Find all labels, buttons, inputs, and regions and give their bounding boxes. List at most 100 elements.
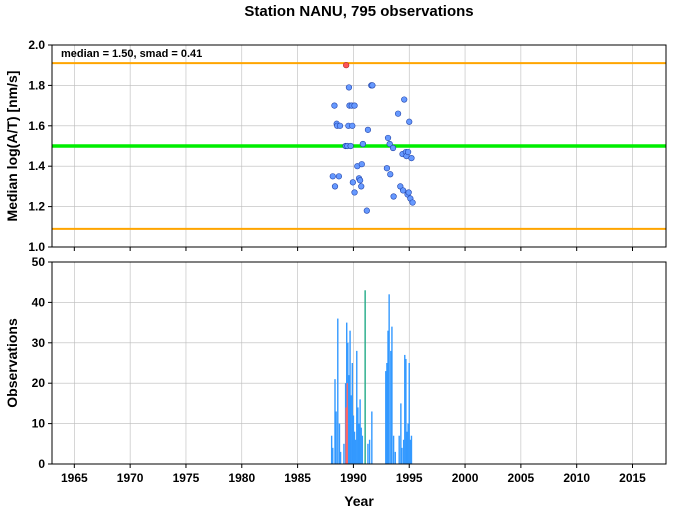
scatter-y-tick-label: 1.2 <box>28 200 45 214</box>
histogram-bar <box>371 411 373 464</box>
histogram-bar <box>391 326 393 464</box>
histogram-bar <box>335 411 337 464</box>
scatter-annotation: median = 1.50, smad = 0.41 <box>61 48 202 60</box>
scatter-point <box>408 155 415 162</box>
histogram-bar <box>398 435 400 464</box>
histogram-bar <box>352 415 355 464</box>
histogram-x-tick-label: 1990 <box>340 471 367 485</box>
histogram-x-tick-label: 2005 <box>508 471 535 485</box>
histogram-y-tick-label: 0 <box>38 457 45 471</box>
histogram-bar <box>337 318 339 464</box>
histogram-bar <box>404 354 406 464</box>
histogram-bar <box>394 451 396 464</box>
scatter-point <box>390 193 397 200</box>
histogram-bar <box>400 403 402 464</box>
scatter-y-axis-label: Median log(A/T) [nm/s] <box>4 71 20 222</box>
scatter-point <box>349 122 356 129</box>
scatter-point <box>406 118 413 125</box>
scatter-point <box>409 199 416 206</box>
histogram-bar <box>401 447 403 464</box>
scatter-frame <box>51 44 667 248</box>
histogram-panel: 0 10 20 30 40 50 1965 1970 1975 1980 1985 1990 1995… <box>4 255 667 509</box>
histogram-bar <box>385 371 387 464</box>
scatter-point <box>399 187 407 194</box>
histogram-y-tick-label: 10 <box>32 417 46 431</box>
histogram-bar <box>353 431 356 464</box>
histogram-bar <box>402 439 405 464</box>
histogram-bar <box>364 290 366 464</box>
histogram-bar <box>368 439 371 464</box>
scatter-point <box>351 189 358 196</box>
histogram-y-tick-labels: 0 10 20 30 40 50 <box>32 255 52 471</box>
scatter-point <box>364 126 372 133</box>
scatter-y-tick-label: 1.4 <box>28 159 45 173</box>
histogram-bar <box>334 379 336 464</box>
histogram-bar <box>367 443 369 464</box>
scatter-point <box>394 110 402 117</box>
histogram-bar <box>359 399 361 464</box>
scatter-point <box>389 144 397 152</box>
histogram-bar <box>349 330 351 464</box>
histogram-bar <box>360 427 362 464</box>
histogram-bar <box>343 443 345 464</box>
histogram-bar <box>386 363 388 464</box>
histogram-bar <box>409 439 412 464</box>
histogram-x-tick-label: 2000 <box>452 471 479 485</box>
histogram-bar <box>330 435 333 464</box>
histogram-x-tick-label: 1975 <box>173 471 200 485</box>
histogram-y-tick-label: 30 <box>32 336 46 350</box>
scatter-point <box>363 207 370 214</box>
chart-title: Station NANU, 795 observations <box>244 3 473 20</box>
scatter-y-tick-label: 1.0 <box>28 240 45 254</box>
histogram-bar <box>350 395 352 464</box>
histogram-bar <box>351 363 354 464</box>
histogram-bar-highlight <box>345 407 347 464</box>
histogram-bars <box>330 290 413 464</box>
scatter-point <box>358 183 365 190</box>
histogram-y-tick-label: 20 <box>32 376 46 390</box>
histogram-bar <box>392 435 395 464</box>
histogram-bar <box>410 435 413 464</box>
scatter-y-tick-label: 1.6 <box>28 119 45 133</box>
histogram-bar-highlight <box>346 383 348 464</box>
scatter-point <box>329 173 336 180</box>
histogram-bar <box>406 431 408 464</box>
scatter-point <box>335 173 343 180</box>
histogram-x-tick-label: 1985 <box>284 471 311 485</box>
scatter-point <box>347 142 354 150</box>
histogram-x-tick-label: 2015 <box>619 471 646 485</box>
histogram-y-tick-label: 40 <box>32 295 46 309</box>
histogram-bar <box>361 435 364 464</box>
histogram-bar <box>354 439 357 464</box>
histogram-bar <box>358 423 360 464</box>
scatter-reference-lines <box>52 62 666 230</box>
histogram-bar <box>408 363 410 464</box>
scatter-point <box>369 82 376 89</box>
scatter-point <box>359 140 367 148</box>
scatter-point <box>357 177 364 184</box>
histogram-x-tick-label: 2010 <box>563 471 590 485</box>
histogram-x-tick-label: 1980 <box>228 471 255 485</box>
histogram-x-tick-label: 1995 <box>396 471 423 485</box>
histogram-x-tick-label: 1965 <box>61 471 88 485</box>
histogram-bar <box>357 407 359 464</box>
histogram-bar <box>390 350 392 464</box>
histogram-y-tick-label: 50 <box>32 255 46 269</box>
histogram-x-axis-label: Year <box>344 493 374 509</box>
histogram-y-axis-label: Observations <box>4 318 20 408</box>
histogram-bar <box>338 423 341 464</box>
scatter-point <box>383 165 391 172</box>
scatter-point <box>351 102 358 109</box>
scatter-y-tick-label: 2.0 <box>28 38 45 52</box>
histogram-x-tick-label: 1970 <box>117 471 144 485</box>
outlier-point <box>343 62 350 69</box>
histogram-bar <box>387 330 389 464</box>
histogram-bar <box>356 350 358 464</box>
scatter-point <box>331 183 339 190</box>
histogram-bar <box>339 451 342 464</box>
histogram-bar <box>388 294 390 464</box>
scatter-panel: median = 1.50, smad = 0.41 1.01.21.41.61… <box>4 38 667 254</box>
histogram-bar <box>332 447 334 464</box>
scatter-point <box>336 122 344 129</box>
scatter-point <box>386 140 393 148</box>
